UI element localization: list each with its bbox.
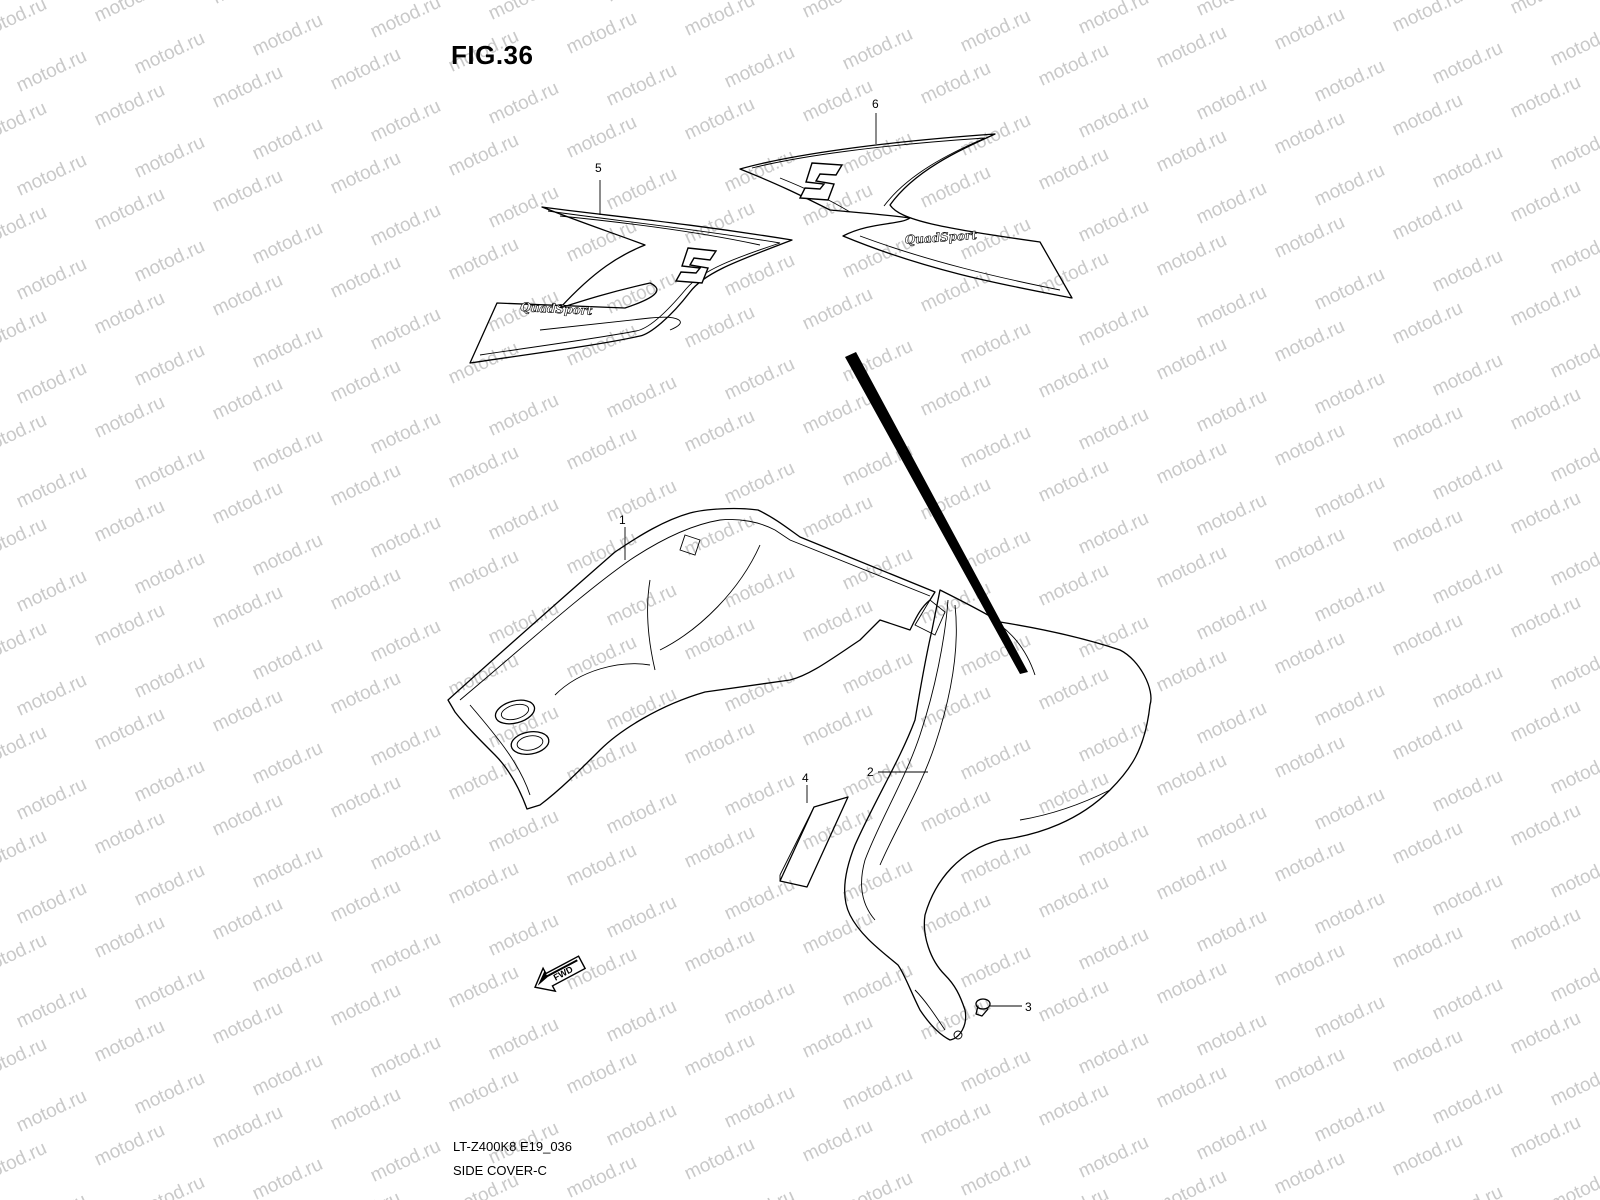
suzuki-s-icon: [674, 247, 718, 284]
emblem-left-decal: QuadSport: [469, 206, 793, 364]
callout-3: 3: [1025, 1000, 1032, 1014]
callout-1: 1: [619, 513, 626, 527]
callout-6: 6: [872, 97, 879, 111]
section-name: SIDE COVER-C: [453, 1163, 547, 1178]
fwd-direction-icon: FWD: [534, 955, 587, 993]
callout-2: 2: [867, 765, 874, 779]
placement-pointer: [845, 352, 1028, 674]
side-cover-outer: [843, 589, 1152, 1041]
figure-title: FIG.36: [451, 40, 534, 70]
model-code: LT-Z400K8 E19_036: [453, 1139, 573, 1154]
callout-4: 4: [802, 771, 809, 785]
suzuki-s-icon: [798, 162, 844, 201]
callout-leaders: [599, 113, 1022, 1007]
emblem-right-logo-text: QuadSport: [904, 228, 978, 247]
side-cover-inner: [447, 507, 936, 810]
cushion-pad: [779, 796, 849, 888]
emblem-right-decal: QuadSport: [739, 133, 1073, 299]
callout-5: 5: [595, 161, 602, 175]
fastener-clip-icon: [975, 998, 991, 1017]
emblem-left-logo-text: QuadSport: [520, 300, 593, 318]
